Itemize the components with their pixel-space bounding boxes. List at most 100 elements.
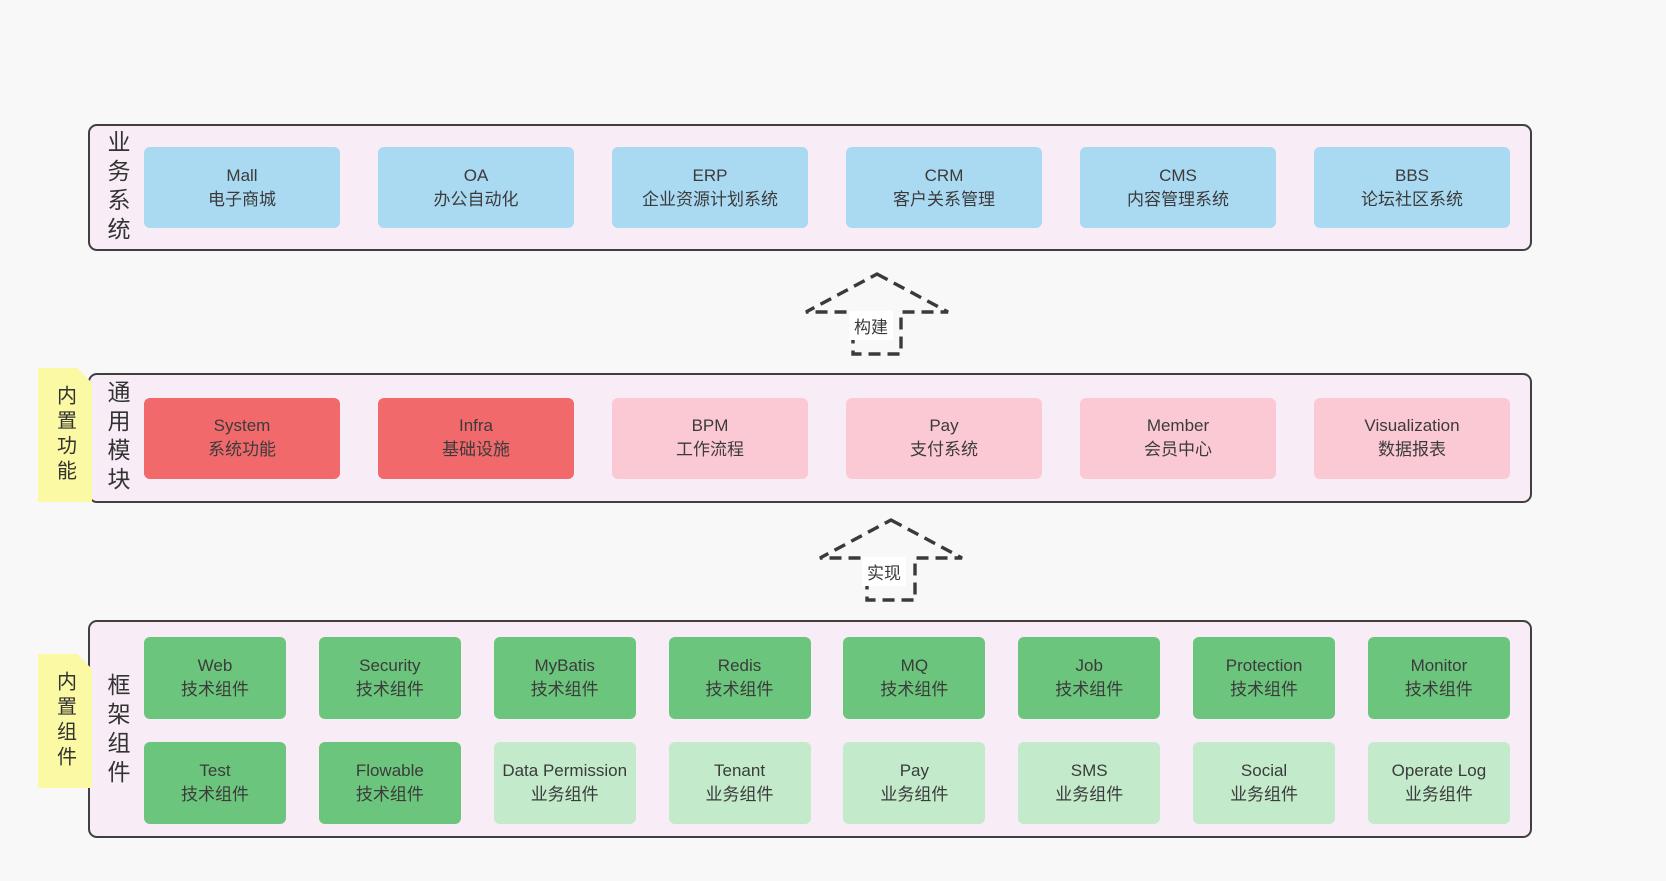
module-box: Pay 业务组件 [843,742,986,824]
band-modules-label: 通用模块 [104,380,130,496]
module-box: SMS 业务组件 [1018,742,1161,824]
module-box-subtitle: 企业资源计划系统 [642,189,778,209]
band-components-label: 框架组件 [104,672,130,789]
sticky-functions-label: 内置功能 [53,385,76,485]
module-box-subtitle: 业务组件 [1404,785,1473,804]
module-box: Data Permission 业务组件 [493,742,636,824]
module-box-title: ERP [692,165,728,185]
module-box: Job 技术组件 [1018,637,1161,719]
module-box: Web 技术组件 [144,637,286,719]
module-box-title: Data Permission [502,761,628,780]
module-box-title: OA [463,165,489,185]
module-box: Mall 电子商城 [144,147,340,228]
band-business-systems: 业务系统 Mall 电子商城 OA 办公自动化 ERP 企业资源计划系统 CRM 客户关系管理… [88,124,1532,251]
module-box: Member 会员中心 [1080,397,1276,479]
module-box-title: Pay [929,416,959,435]
dashed-up-arrow-icon [819,518,963,602]
module-box-title: Pay [899,761,930,780]
band-business-label: 业务系统 [104,129,130,246]
module-box-subtitle: 会员中心 [1144,440,1212,459]
band-label-column: 通用模块 [90,375,144,501]
module-box-title: Social [1240,761,1288,780]
module-box: Flowable 技术组件 [318,742,461,824]
module-box-subtitle: 内容管理系统 [1127,189,1229,209]
module-box-subtitle: 基础设施 [442,440,510,459]
module-box: Security 技术组件 [318,637,461,719]
build-arrow-icon [803,269,951,359]
band-label-column: 业务系统 [90,126,144,249]
module-box-subtitle: 技术组件 [880,680,949,699]
module-box: MQ 技术组件 [843,637,986,719]
module-box-subtitle: 论坛社区系统 [1361,189,1463,209]
sticky-note-built-in-functions: 内置功能 [38,368,92,502]
sticky-note-built-in-components: 内置组件 [38,654,92,788]
module-box-title: System [213,416,271,435]
module-box-subtitle: 业务组件 [880,785,949,804]
module-box-subtitle: 数据报表 [1378,440,1446,459]
build-arrow-label: 构建 [849,311,893,340]
module-box-title: CRM [924,165,964,185]
module-box-subtitle: 技术组件 [355,680,424,699]
module-box: Social 业务组件 [1193,742,1336,824]
module-box-subtitle: 技术组件 [181,785,249,804]
module-box-title: Job [1075,656,1103,675]
module-box-subtitle: 技术组件 [1055,680,1124,699]
module-box-subtitle: 业务组件 [530,785,599,804]
module-box: ERP 企业资源计划系统 [612,147,808,228]
module-box-title: Web [197,656,233,675]
module-box-title: Security [359,656,421,675]
implement-arrow-icon [817,515,965,605]
module-box-title: Member [1146,416,1210,435]
module-box: Tenant 业务组件 [668,742,811,824]
module-box-title: Redis [717,656,762,675]
module-box-subtitle: 业务组件 [1055,785,1124,804]
module-box: Pay 支付系统 [846,397,1042,479]
module-box: BBS 论坛社区系统 [1314,147,1510,228]
module-box-title: Mall [226,165,258,185]
module-box-subtitle: 业务组件 [705,785,774,804]
module-box-title: MQ [900,656,929,675]
module-box-title: SMS [1070,761,1108,780]
module-box-subtitle: 技术组件 [1404,680,1473,699]
module-box: OA 办公自动化 [378,147,574,228]
module-box-subtitle: 客户关系管理 [893,189,995,209]
module-box-subtitle: 技术组件 [181,680,249,699]
module-box-title: Infra [458,416,494,435]
module-box-subtitle: 技术组件 [705,680,774,699]
module-box-title: Tenant [714,761,766,780]
dashed-up-arrow-icon [805,272,949,356]
module-box-subtitle: 业务组件 [1230,785,1299,804]
module-box-title: Protection [1225,656,1303,675]
module-box-title: MyBatis [534,656,595,675]
module-box-subtitle: 工作流程 [676,440,744,459]
module-box: Infra 基础设施 [378,397,574,479]
module-box-title: BBS [1394,165,1430,185]
module-box: CRM 客户关系管理 [846,147,1042,228]
module-box-subtitle: 技术组件 [355,785,424,804]
implement-arrow-label: 实现 [862,557,906,586]
module-box-subtitle: 支付系统 [910,440,978,459]
module-box-subtitle: 电子商城 [208,189,276,209]
module-box-title: Flowable [355,761,424,780]
module-box-subtitle: 办公自动化 [433,189,519,209]
band-label-column: 框架组件 [90,638,144,823]
module-box: Redis 技术组件 [668,637,811,719]
